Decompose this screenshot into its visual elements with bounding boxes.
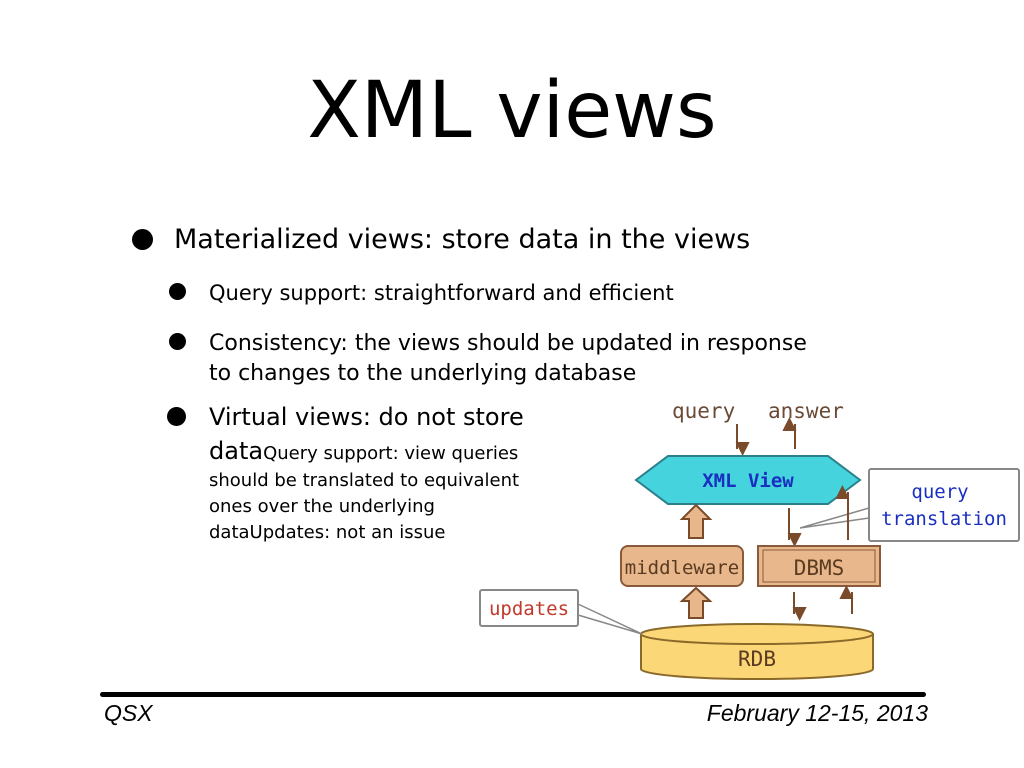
query-translation-box: [868, 468, 1020, 542]
rdb-cylinder-top: [640, 623, 874, 645]
updates-label: updates: [489, 598, 569, 620]
footer-rule: [100, 692, 926, 697]
footer-left: QSX: [104, 700, 153, 726]
rdb-label: RDB: [738, 647, 776, 671]
bullet-virtual-line1: Virtual views: do not store: [209, 403, 524, 431]
bullet-dot: [132, 229, 153, 250]
bullet-materialized: Materialized views: store data in the vi…: [174, 224, 751, 255]
query-translation-line2: translation: [881, 508, 1007, 530]
footer-right: February 12-15, 2013: [706, 700, 928, 726]
label-answer: answer: [768, 399, 844, 423]
middleware-box: [620, 545, 744, 587]
rdb-cylinder-body: [640, 634, 874, 680]
xml-view-label: XML View: [702, 470, 794, 492]
dbms-label: DBMS: [794, 556, 845, 580]
bullet-virtual-line2: dataQuery support: view queries: [209, 437, 518, 465]
bullet-virtual-small4: dataUpdates: not an issue: [209, 522, 446, 543]
slide-title: XML views: [307, 66, 717, 156]
bullet-virtual-small3: ones over the underlying: [209, 496, 435, 517]
bullet-virtual-data: data: [209, 437, 264, 465]
label-query: query: [672, 399, 735, 423]
updates-pointer: [577, 603, 643, 635]
block-arrow-middleware-up: [679, 503, 713, 539]
dbms-box-inner: [762, 549, 876, 583]
bullet-virtual-small1: Query support: view queries: [263, 443, 519, 464]
bullet-virtual-small2: should be translated to equivalent: [209, 470, 520, 491]
query-translation-line1: query: [911, 481, 968, 503]
updates-box: [479, 589, 579, 627]
bullet-consistency-line1: Consistency: the views should be updated…: [209, 331, 807, 356]
bullet-dot: [167, 407, 186, 426]
middleware-label: middleware: [625, 557, 739, 579]
block-arrow-rdb-up: [679, 586, 713, 619]
bullet-consistency-line2: to changes to the underlying database: [209, 361, 637, 386]
bullet-query-support: Query support: straightforward and effic…: [209, 281, 674, 305]
query-translation-pointer: [799, 507, 870, 529]
xml-view-hexagon: [634, 455, 862, 505]
dbms-box: [757, 545, 881, 587]
bullet-dot: [169, 333, 186, 350]
bullet-dot: [169, 283, 186, 300]
